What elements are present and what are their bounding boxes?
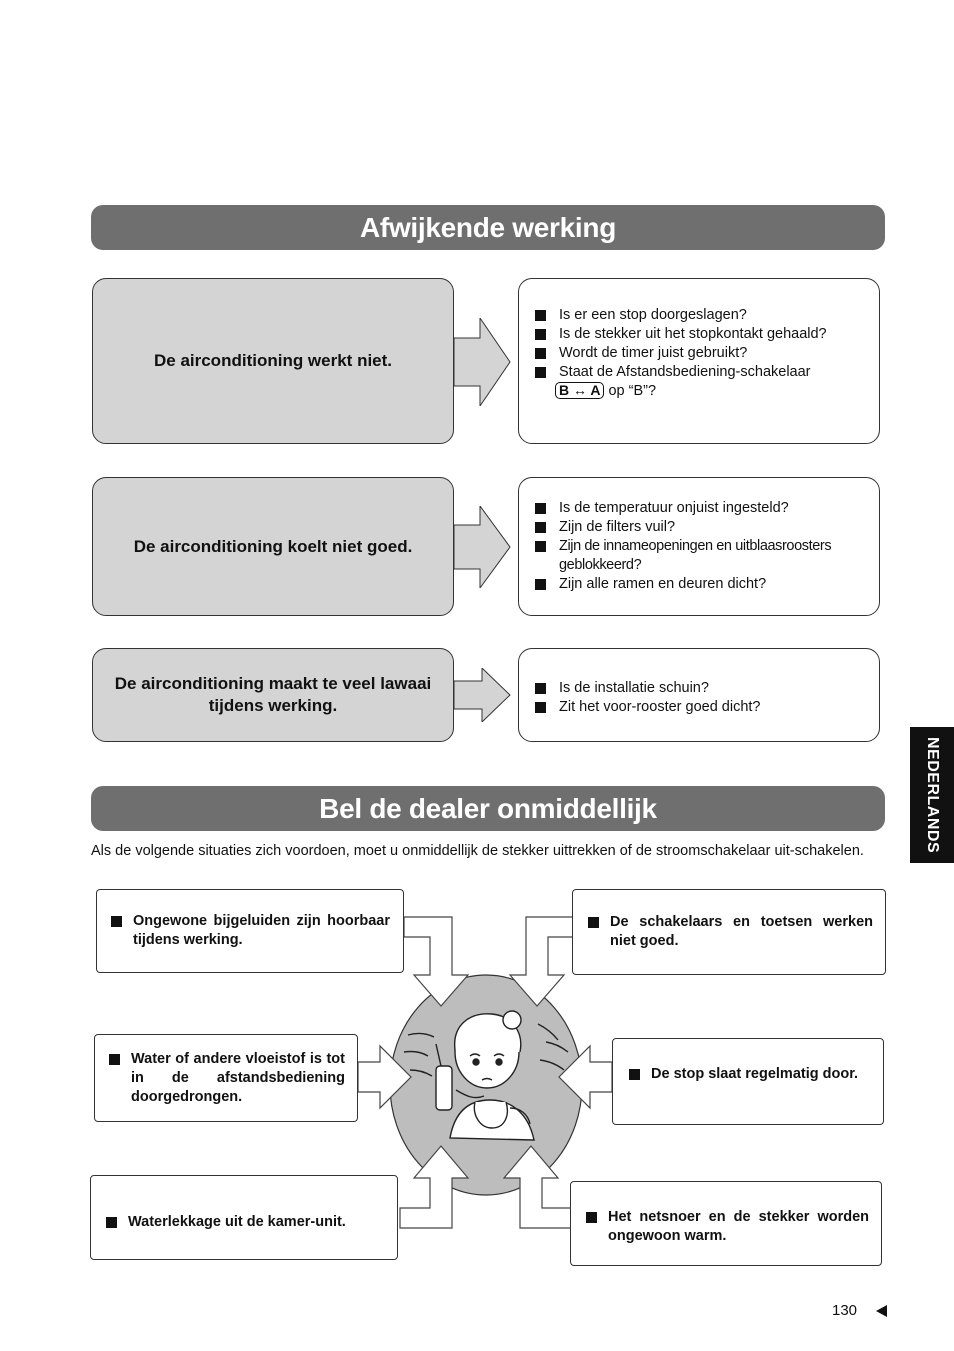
language-tab-label: NEDERLANDS	[924, 736, 941, 854]
check-item: Staat de Afstandsbediening-schakelaar	[535, 363, 873, 382]
dealer-item-2: De schakelaars en toetsen werken niet go…	[572, 889, 886, 975]
bullet-square-icon	[111, 916, 122, 927]
problem-text-2: De airconditioning koelt niet goed.	[133, 536, 413, 556]
illustration	[357, 916, 613, 1229]
arrow-right-icon	[454, 668, 511, 722]
dealer-item-5: Waterlekkage uit de kamer-unit.	[90, 1175, 398, 1260]
dealer-item-text: Water of andere vloeistof is tot in de a…	[131, 1051, 345, 1105]
bullet-square-icon	[586, 1212, 597, 1223]
bullet-square-icon	[106, 1217, 117, 1228]
dealer-item-text: Ongewone bijgeluiden zijn hoorbaar tijde…	[133, 913, 390, 948]
arrow-right-icon	[454, 506, 511, 588]
dealer-item-1: Ongewone bijgeluiden zijn hoorbaar tijde…	[96, 889, 404, 973]
page-number: 130	[832, 1302, 858, 1319]
dealer-item-text: De schakelaars en toetsen werken niet go…	[610, 914, 873, 949]
page-arrow-icon	[876, 1305, 887, 1317]
check-item: Zit het voor-rooster goed dicht?	[535, 698, 873, 717]
dealer-item-text: Waterlekkage uit de kamer-unit.	[128, 1214, 346, 1230]
section-title-bel-de-dealer: Bel de dealer onmiddellijk	[91, 786, 885, 831]
arrow-right-icon	[454, 318, 511, 406]
switch-suffix: op “B”?	[608, 383, 657, 399]
problem-box-2: De airconditioning koelt niet goed.	[92, 477, 454, 616]
check-item: Is de installatie schuin?	[535, 679, 873, 698]
dealer-item-text: De stop slaat regelmatig door.	[651, 1066, 859, 1082]
check-item: Zijn de filters vuil?	[535, 518, 873, 537]
checklist-box-2: Is de temperatuur onjuist ingesteld? Zij…	[518, 477, 880, 616]
problem-text-1: De airconditioning werkt niet.	[153, 351, 393, 370]
dealer-item-3: Water of andere vloeistof is tot in de a…	[94, 1034, 358, 1122]
switch-label-badge: B ↔ A	[555, 382, 605, 399]
dealer-item-6: Het netsnoer en de stekker worden ongewo…	[570, 1181, 882, 1266]
check-item: Zijn de innameopeningen en uitblaasroost…	[535, 537, 873, 575]
bullet-square-icon	[109, 1054, 120, 1065]
problem-box-1: De airconditioning werkt niet.	[92, 278, 454, 444]
check-item: Is er een stop doorgeslagen?	[535, 306, 873, 325]
check-item: Is de stekker uit het stopkontakt gehaal…	[535, 325, 873, 344]
check-item: Is de temperatuur onjuist ingesteld?	[535, 499, 873, 518]
section-title-afwijkende-werking: Afwijkende werking	[91, 205, 885, 250]
dealer-item-4: De stop slaat regelmatig door.	[612, 1038, 884, 1125]
problem-text-3: De airconditioning maakt te veel lawaai …	[114, 674, 432, 715]
problem-box-3: De airconditioning maakt te veel lawaai …	[92, 648, 454, 742]
checklist-box-1: Is er een stop doorgeslagen? Is de stekk…	[518, 278, 880, 444]
intro-paragraph: Als de volgende situaties zich voordoen,…	[91, 843, 864, 859]
check-item: Wordt de timer juist gebruikt?	[535, 344, 873, 363]
check-item: Zijn alle ramen en deuren dicht?	[535, 575, 873, 594]
connector-arrows	[357, 916, 613, 1229]
checklist-box-3: Is de installatie schuin? Zit het voor-r…	[518, 648, 880, 742]
bullet-square-icon	[629, 1069, 640, 1080]
language-tab: NEDERLANDS	[910, 727, 954, 863]
bullet-square-icon	[588, 917, 599, 928]
dealer-item-text: Het netsnoer en de stekker worden ongewo…	[608, 1209, 869, 1244]
worried-woman-icon	[403, 1010, 569, 1141]
